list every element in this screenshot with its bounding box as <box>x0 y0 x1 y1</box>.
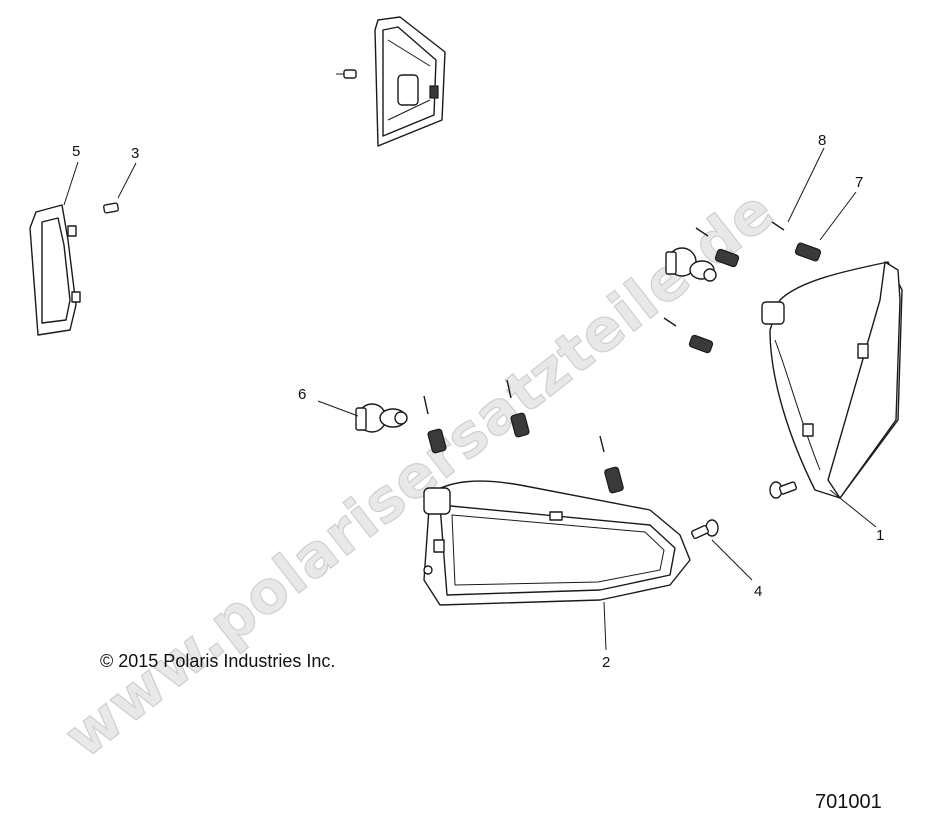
headlight-2 <box>423 480 691 606</box>
screw-4 <box>691 519 719 540</box>
pins <box>423 221 785 453</box>
copyright-text: © 2015 Polaris Industries Inc. <box>100 651 335 671</box>
screw-top <box>336 69 357 79</box>
callout-4: 4 <box>754 583 762 600</box>
callout-7: 7 <box>855 174 863 191</box>
springs <box>427 242 822 494</box>
leader-lines <box>63 147 877 651</box>
callout-1: 1 <box>876 527 884 544</box>
side-marker-lamp <box>29 204 81 336</box>
rear-housing-bracket <box>374 16 446 147</box>
bulb-upper <box>665 247 717 282</box>
callout-3: 3 <box>131 145 139 162</box>
headlight-1 <box>761 261 903 499</box>
callout-2: 2 <box>602 654 610 671</box>
screw-3 <box>103 202 119 214</box>
callout-8: 8 <box>818 132 826 149</box>
screw-near-1 <box>769 481 798 499</box>
bulb-6 <box>355 403 408 433</box>
callout-6: 6 <box>298 386 306 403</box>
figure-number: 701001 <box>815 791 882 813</box>
callout-5: 5 <box>72 143 80 160</box>
